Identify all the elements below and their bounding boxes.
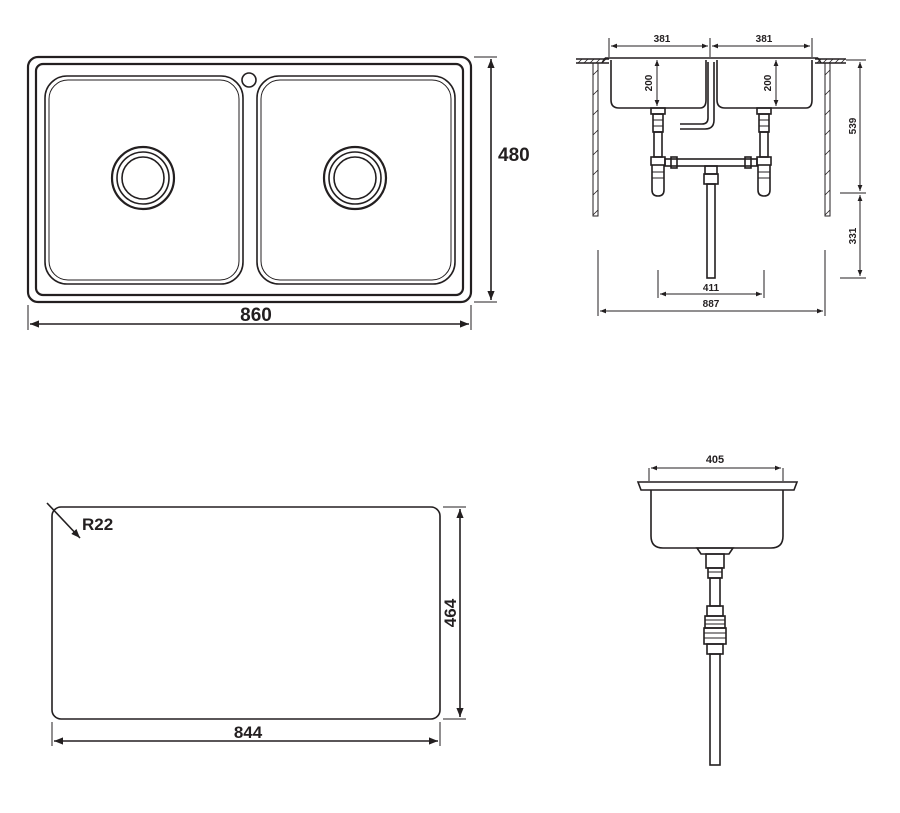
height-label: 480 (498, 145, 530, 166)
side-left-bowl (610, 60, 707, 109)
cutout-width-label: 844 (234, 723, 263, 742)
top-view: 860 480 (26, 55, 530, 330)
left-bowl-width-label: 381 (654, 34, 671, 45)
left-bowl (44, 75, 244, 285)
width-label: 860 (240, 305, 272, 326)
sink-inner-rim (34, 62, 465, 297)
right-bowl-width-label: 381 (756, 34, 773, 45)
cabinet-height-label: 539 (848, 117, 859, 134)
left-drain (110, 145, 176, 211)
radius-leader (46, 502, 81, 539)
right-bowl-inner (260, 79, 452, 281)
section-bowl-width-label: 405 (706, 454, 724, 466)
cabinet-width-label: 887 (703, 299, 720, 310)
cabinet-right-wall (824, 62, 831, 217)
drain-outlet-pipe (706, 183, 716, 279)
cabinet-left-wall (592, 62, 599, 217)
right-bowl-depth-label: 200 (763, 74, 774, 91)
faucet-hole (241, 72, 257, 88)
drain-height-label: 331 (848, 227, 859, 244)
cutout-view: R22 844 464 (46, 502, 466, 746)
right-drain (322, 145, 388, 211)
left-bowl-inner (48, 79, 240, 281)
left-bowl-depth-label: 200 (644, 74, 655, 91)
section-drain-pipe (709, 653, 721, 766)
corner-radius-label: R22 (82, 515, 113, 534)
connecting-pipe (664, 158, 758, 167)
drain-spacing-label: 411 (703, 283, 720, 294)
right-bowl (256, 75, 456, 285)
section-bowl (650, 490, 784, 549)
cutout-outline (51, 506, 441, 720)
cutout-height-label: 464 (441, 598, 460, 627)
section-view: 405 (636, 454, 799, 766)
side-view: 381 381 200 200 539 331 411 887 (576, 34, 866, 316)
sink-outer-rim (26, 55, 473, 304)
